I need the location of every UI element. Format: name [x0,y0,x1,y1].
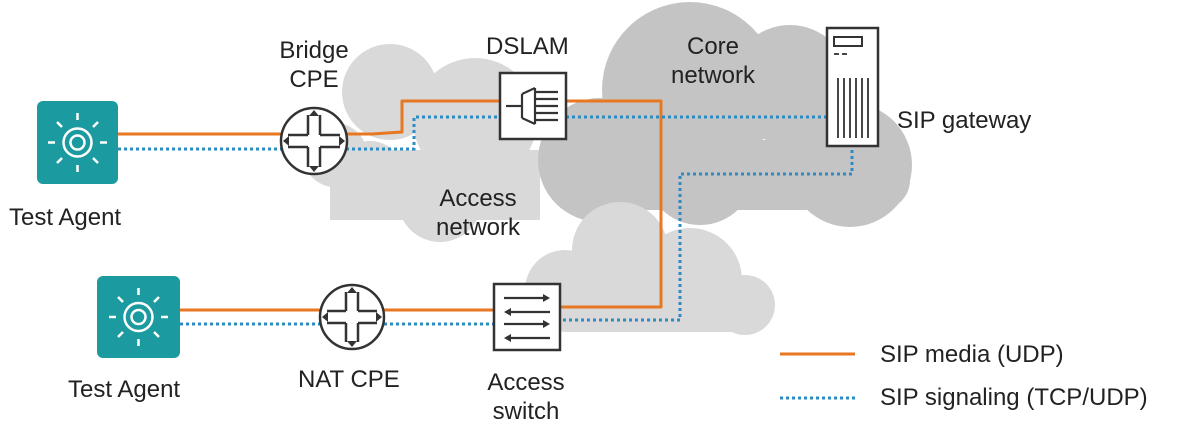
test-agent-top-icon[interactable] [37,101,118,184]
legend-signaling-label: SIP signaling (TCP/UDP) [880,384,1148,411]
bridge-cpe-router-icon[interactable] [279,106,349,176]
core-network-cloud [538,2,912,227]
access-switch-label-line2: switch [492,398,560,425]
bridge-cpe-label-line1: Bridge [279,37,349,64]
nat-cpe-router-icon[interactable] [318,283,386,351]
access-switch-label-line1: Access [487,369,565,396]
bridge-cpe-label-line2: CPE [289,66,339,93]
dslam-label: DSLAM [486,33,569,60]
test-agent-top-label: Test Agent [9,204,122,231]
legend-media-label: SIP media (UDP) [880,341,1064,368]
access-switch-icon[interactable] [492,282,562,352]
bridge-cpe-label: Bridge CPE [262,36,366,94]
core-network-label-line1: Core [686,33,740,60]
access-switch-label: Access switch [470,368,582,426]
core-network-label: Core network [660,32,766,90]
dslam-icon[interactable] [498,71,568,141]
access-network-label-line1: Access [439,185,517,212]
access-network-label-line2: network [435,214,521,241]
access-switch-cloud [525,202,775,335]
nat-cpe-label: NAT CPE [298,366,400,393]
core-network-label-line2: network [670,62,756,89]
test-agent-bottom-label: Test Agent [68,376,181,403]
sip-gateway-server-icon[interactable] [825,26,880,148]
access-network-label: Access network [414,184,542,242]
sip-gateway-label: SIP gateway [897,107,1032,134]
test-agent-bottom-icon[interactable] [97,276,180,358]
